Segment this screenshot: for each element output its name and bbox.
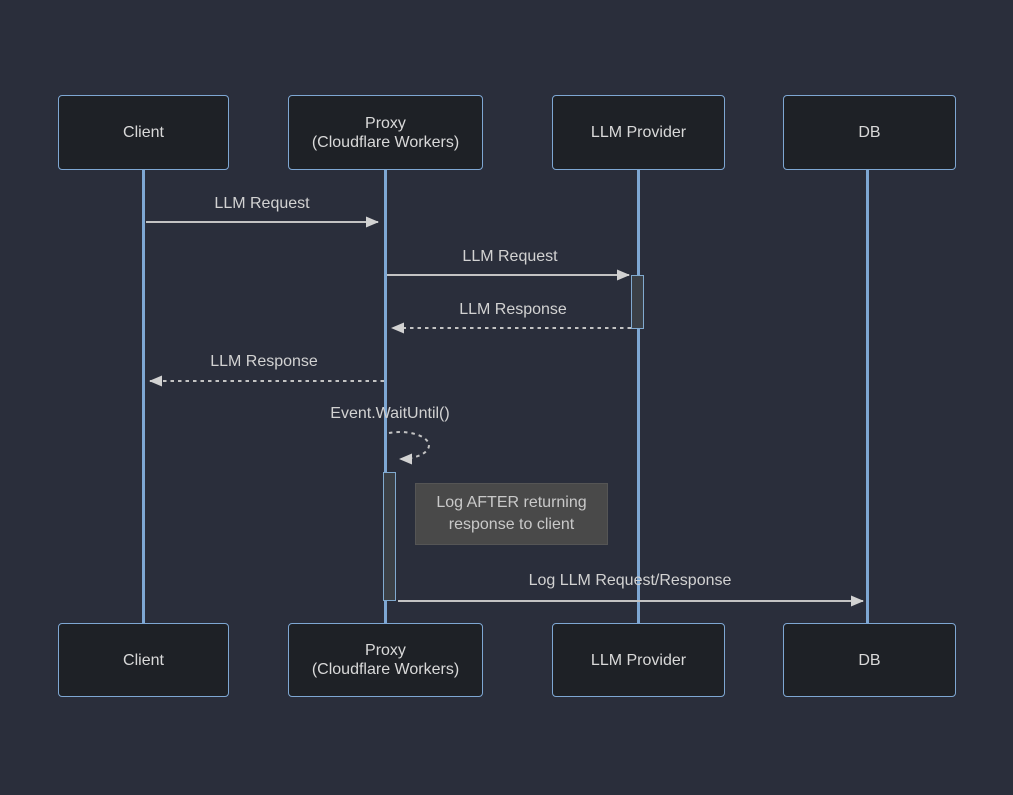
actor-client-bottom: Client xyxy=(58,623,229,697)
note-log-after-returning: Log AFTER returning response to client xyxy=(415,483,608,545)
actor-client-top: Client xyxy=(58,95,229,170)
actor-proxy-bottom: Proxy (Cloudflare Workers) xyxy=(288,623,483,697)
activation-bar-proxy xyxy=(383,472,396,601)
actor-llm-provider-top: LLM Provider xyxy=(552,95,725,170)
actor-proxy-top: Proxy (Cloudflare Workers) xyxy=(288,95,483,170)
lifeline-client xyxy=(142,170,145,623)
actor-db-bottom: DB xyxy=(783,623,956,697)
arrow-event-waituntil-self-loop xyxy=(388,431,430,465)
lifeline-db xyxy=(866,170,869,623)
message-label-event-waituntil: Event.WaitUntil() xyxy=(330,405,450,422)
actor-db-top: DB xyxy=(783,95,956,170)
lifeline-llm-provider xyxy=(637,170,640,623)
message-label-llm-response-1: LLM Response xyxy=(459,301,567,318)
message-label-llm-response-2: LLM Response xyxy=(210,353,318,370)
message-label-llm-request-1: LLM Request xyxy=(214,195,310,212)
actor-llm-provider-bottom: LLM Provider xyxy=(552,623,725,697)
activation-bar-llm-provider xyxy=(631,275,644,329)
lifeline-proxy xyxy=(384,170,387,623)
message-label-log-llm: Log LLM Request/Response xyxy=(528,572,732,589)
message-label-llm-request-2: LLM Request xyxy=(462,248,558,265)
